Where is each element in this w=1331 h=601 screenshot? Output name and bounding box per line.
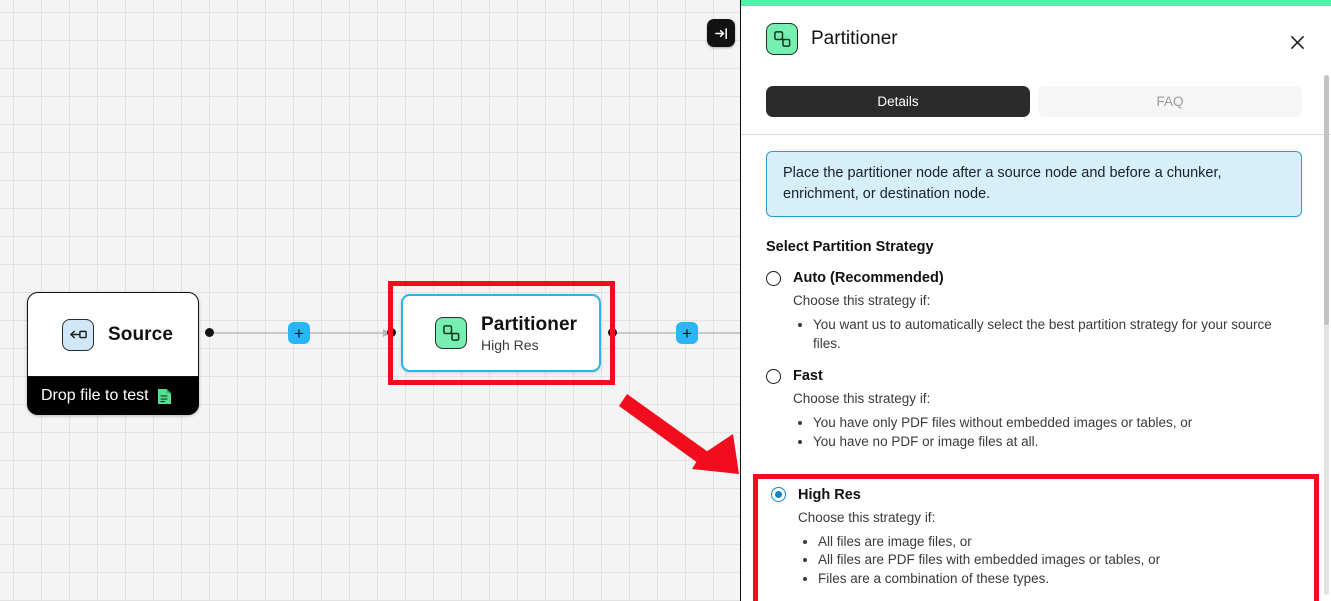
option-fast-head[interactable]: Fast — [766, 368, 1302, 384]
option-auto-lead: Choose this strategy if: — [793, 293, 931, 309]
info-banner-text: Place the partitioner node after a sourc… — [783, 165, 1222, 202]
panel-accent-bar — [741, 0, 1331, 6]
list-item: You have no PDF or image files at all. — [813, 433, 1302, 452]
node-source-title: Source — [108, 323, 174, 345]
partitioner-squares-icon — [435, 317, 467, 349]
option-high-res-label: High Res — [798, 486, 861, 503]
add-node-button-1[interactable]: + — [288, 322, 310, 344]
option-fast-bullets: You have only PDF files without embedded… — [813, 414, 1302, 451]
info-banner: Place the partitioner node after a sourc… — [766, 151, 1302, 218]
radio-high-res[interactable] — [771, 487, 786, 503]
option-auto-head[interactable]: Auto (Recommended) — [766, 270, 1302, 286]
option-fast[interactable]: Fast Choose this strategy if: You have o… — [766, 368, 1302, 451]
drop-file-to-test-zone[interactable]: Drop file to test — [27, 377, 199, 415]
option-fast-label: Fast — [793, 368, 823, 385]
tab-details-label: Details — [877, 94, 919, 109]
add-node-button-2[interactable]: + — [676, 322, 698, 344]
source-output-port[interactable] — [205, 328, 214, 337]
panel-body: Place the partitioner node after a sourc… — [741, 135, 1331, 601]
drop-file-label: Drop file to test — [41, 387, 149, 404]
node-source[interactable]: Source Drop file to test — [27, 292, 199, 415]
node-partitioner[interactable]: Partitioner High Res — [401, 294, 601, 372]
option-high-res-head[interactable]: High Res — [771, 487, 1314, 503]
option-high-res[interactable]: High Res Choose this strategy if: All fi… — [753, 473, 1319, 601]
tab-details[interactable]: Details — [766, 86, 1030, 117]
partitioner-node-highlight-box — [388, 281, 615, 385]
radio-fast[interactable] — [766, 368, 781, 384]
panel-header: Partitioner — [741, 6, 1331, 72]
workflow-canvas[interactable]: + + Source — [0, 0, 740, 601]
list-item: You want us to automatically select the … — [813, 316, 1302, 353]
tab-faq[interactable]: FAQ — [1038, 86, 1302, 117]
close-icon — [1290, 35, 1304, 49]
option-auto-bullets: You want us to automatically select the … — [813, 316, 1302, 353]
option-high-res-lead: Choose this strategy if: — [798, 509, 936, 525]
option-auto[interactable]: Auto (Recommended) Choose this strategy … — [766, 270, 1302, 353]
node-partitioner-title: Partitioner — [481, 313, 578, 335]
panel-collapse-right-icon — [714, 27, 727, 39]
panel-tabs: Details FAQ — [741, 72, 1331, 117]
panel-scrollbar[interactable] — [1324, 75, 1329, 595]
close-button[interactable] — [1285, 30, 1309, 54]
section-title-partition-strategy: Select Partition Strategy — [766, 239, 934, 256]
panel-divider — [741, 134, 1331, 135]
list-item: You have only PDF files without embedded… — [813, 414, 1302, 433]
list-item: All files are PDF files with embedded im… — [818, 551, 1314, 570]
tab-faq-label: FAQ — [1156, 94, 1184, 109]
option-high-res-bullets: All files are image files, or All files … — [818, 533, 1314, 589]
list-item: Files are a combination of these types. — [818, 570, 1314, 589]
document-green-icon — [157, 388, 171, 404]
panel-scrollbar-thumb[interactable] — [1324, 75, 1329, 325]
panel-title: Partitioner — [811, 28, 898, 49]
node-source-body[interactable]: Source — [27, 292, 199, 377]
partitioner-squares-icon — [766, 23, 798, 55]
list-item: All files are image files, or — [818, 533, 1314, 552]
option-auto-label: Auto (Recommended) — [793, 270, 944, 287]
node-partitioner-subtitle: High Res — [481, 336, 539, 353]
plus-icon: + — [682, 323, 692, 343]
collapse-panel-button[interactable] — [707, 19, 735, 47]
radio-auto[interactable] — [766, 270, 781, 286]
source-arrow-icon — [62, 318, 94, 351]
option-fast-lead: Choose this strategy if: — [793, 391, 931, 407]
partitioner-details-panel: Partitioner Details FAQ Place the partit… — [740, 0, 1331, 601]
plus-icon: + — [294, 323, 304, 343]
